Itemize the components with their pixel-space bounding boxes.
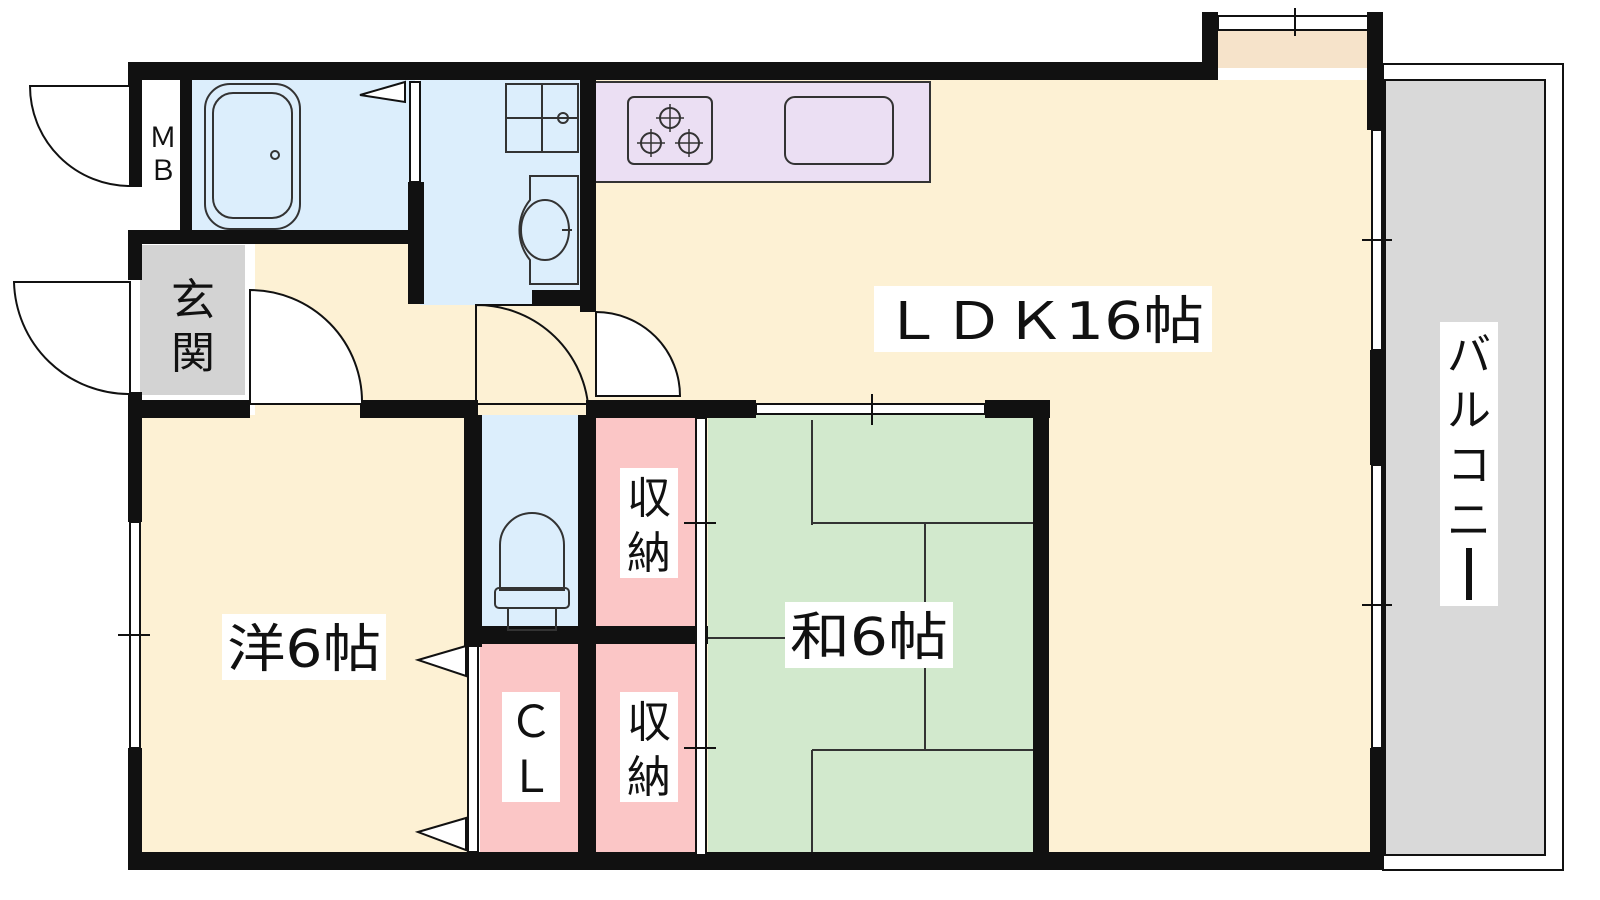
bathroom-floor (190, 80, 415, 240)
storage-upper-label-bg (620, 468, 678, 578)
entrance-floor (140, 245, 245, 395)
closet-label-2: Ｌ (509, 752, 553, 803)
ldk-label-bg (874, 286, 1212, 352)
kitchen-sink-icon (784, 96, 894, 165)
closet-label-bg (502, 692, 560, 802)
entrance-label-2: 関 (171, 328, 215, 379)
toilet-icon (494, 512, 570, 631)
stove-icon (627, 96, 713, 165)
storage-lower-label-1: 収 (627, 697, 671, 748)
western-room-label: 洋6帖 (227, 620, 381, 680)
balcony-label-1: バ (1447, 330, 1491, 381)
closet-label-1: Ｃ (509, 697, 553, 748)
meter-box-label-1: Ｍ (149, 121, 177, 154)
western-label-bg (222, 614, 386, 680)
doors (12, 85, 682, 405)
japanese-label-bg (785, 602, 953, 668)
balcony-label-2: ル (1447, 385, 1491, 436)
bay-window-area (1212, 28, 1372, 68)
storage-upper-label-2: 納 (627, 528, 671, 579)
tatami-grid (708, 420, 1035, 855)
meter-box-floor (140, 80, 185, 235)
bathtub-icon (204, 83, 301, 230)
meter-box-label-2: Ｂ (149, 154, 177, 187)
ldk-label: ＬＤＫ16帖 (882, 292, 1204, 352)
door-arrows (359, 80, 467, 852)
balcony-label-3: コ (1447, 440, 1491, 491)
japanese-room-label: 和6帖 (790, 608, 948, 668)
storage-lower-label-bg (620, 692, 678, 802)
room-fills (140, 28, 1564, 871)
washbasin-icon (518, 175, 579, 285)
walls (128, 12, 1384, 870)
balcony-label-4: ニ (1447, 495, 1491, 546)
storage-lower-label-2: 納 (627, 752, 671, 803)
entrance-label-1: 玄 (171, 275, 215, 326)
balcony-label-5-dash (1466, 548, 1472, 600)
storage-upper-label-1: 収 (627, 473, 671, 524)
washing-machine-pan-icon (505, 83, 579, 153)
sliding-doors (118, 8, 1392, 856)
